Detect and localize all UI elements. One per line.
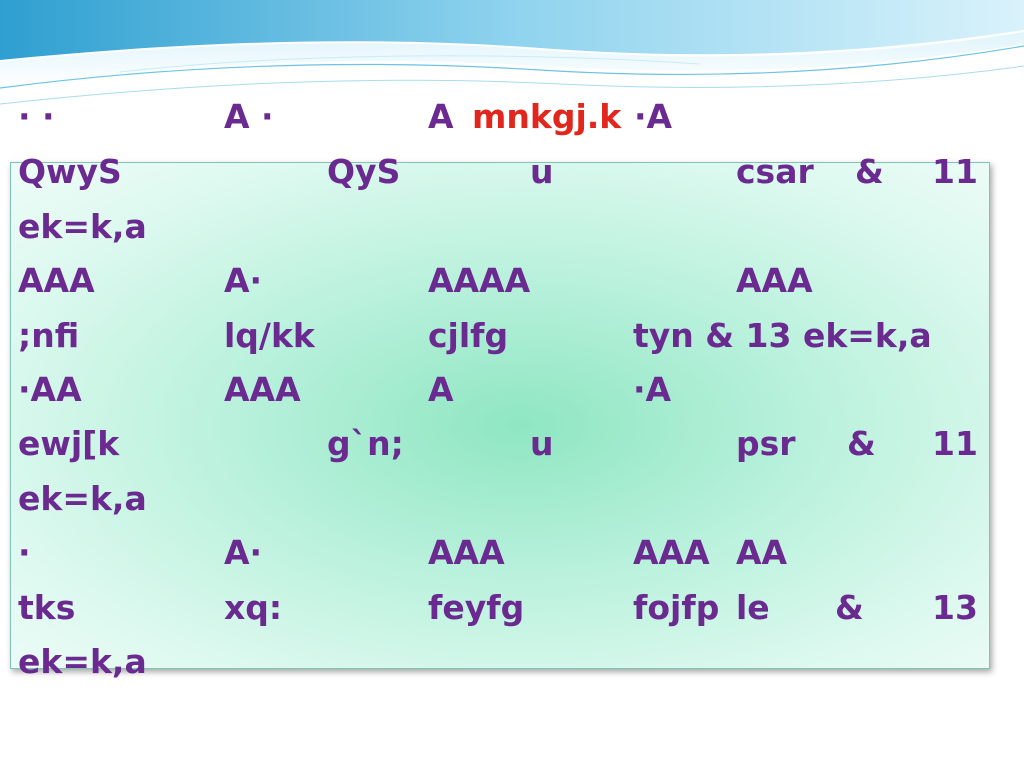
verse-word: & [835, 588, 864, 627]
verse-word: u [530, 424, 554, 463]
verse-number: 11 [932, 424, 978, 463]
verse-word: ;nfi [18, 316, 80, 355]
verse-word: csar [736, 152, 814, 191]
verse-word: AAA [428, 533, 505, 572]
verse-word: A· [224, 261, 263, 300]
verse-word: A [428, 370, 454, 409]
title-highlight: mnkgj.k [472, 97, 622, 136]
verse-word: lq/kk [224, 316, 315, 355]
verse-word: cjlfg [428, 316, 509, 355]
verse-word: g`n; [327, 424, 404, 463]
verse-word: xq: [224, 588, 283, 627]
verse-number: 13 [932, 588, 978, 627]
verse-word: AAA [736, 261, 813, 300]
verse-word: QyS [327, 152, 401, 191]
verse-word: fojfp [633, 588, 720, 627]
verse-word: AAA [633, 533, 710, 572]
title-fragment-1: A · [224, 97, 274, 136]
verse-word: · [18, 533, 31, 572]
verse-word: & [855, 152, 884, 191]
verse-word: ek=k,a [18, 207, 147, 246]
verse-word: QwyS [18, 152, 122, 191]
verse-number: 11 [932, 152, 978, 191]
title-fragment-2: A [428, 97, 454, 136]
verse-word: & [847, 424, 876, 463]
verse-word: ek=k,a [18, 642, 147, 681]
title-fragment-3: ·A [634, 97, 673, 136]
verse-word: AAA [224, 370, 301, 409]
title-dots: · · [18, 97, 55, 136]
verse-word: tyn & 13 ek=k,a [633, 316, 932, 355]
verse-word: psr [736, 424, 796, 463]
verse-word: tks [18, 588, 76, 627]
verse-word: ewj[k [18, 424, 120, 463]
verse-word: AAAA [428, 261, 531, 300]
verse-word: le [736, 588, 770, 627]
verse-word: AA [736, 533, 788, 572]
verse-word: ·A [633, 370, 672, 409]
verse-word: ek=k,a [18, 479, 147, 518]
verse-word: AAA [18, 261, 95, 300]
verse-word: A· [224, 533, 263, 572]
verse-word: feyfg [428, 588, 525, 627]
wave-decoration [0, 0, 1024, 105]
verse-word: ·AA [18, 370, 82, 409]
verse-word: u [530, 152, 554, 191]
content-panel [10, 162, 990, 669]
